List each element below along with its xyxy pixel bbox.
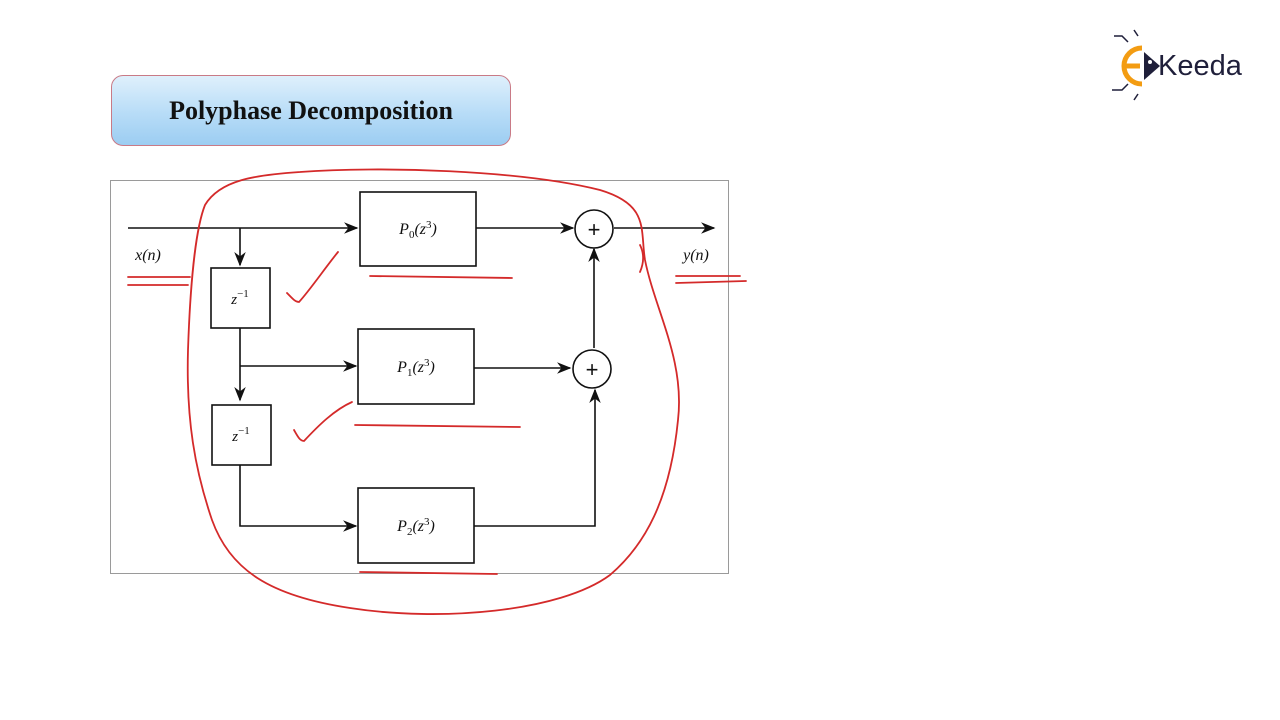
adder-1-symbol: + xyxy=(586,357,599,382)
underline-y-2 xyxy=(675,280,747,284)
underline-p0 xyxy=(369,275,513,279)
p1-label: P1(z3) xyxy=(396,357,435,379)
adder-0 xyxy=(574,209,614,249)
input-label: x(n) xyxy=(134,247,161,264)
page-title: Polyphase Decomposition xyxy=(169,95,453,125)
ekeeda-logo-icon xyxy=(1112,29,1160,101)
p0-label: P0(z3) xyxy=(398,219,437,241)
annotation-output-tick xyxy=(639,244,644,273)
check-mark-1 xyxy=(286,251,339,303)
underline-p1 xyxy=(354,424,521,428)
delay-block-2 xyxy=(211,404,272,466)
p0-block xyxy=(359,191,477,267)
delay-block-1 xyxy=(210,267,271,329)
delay-2-label: z−1 xyxy=(231,425,250,445)
output-label: y(n) xyxy=(681,247,709,264)
adder-1 xyxy=(572,349,612,389)
red-annotations xyxy=(127,168,747,615)
title-banner: Polyphase Decomposition xyxy=(111,75,511,146)
annotation-loop xyxy=(186,168,680,615)
p2-to-adder1 xyxy=(474,388,601,527)
delay-1-label: z−1 xyxy=(230,288,249,308)
p2-label: P2(z3) xyxy=(396,516,435,538)
logo-text: Keeda xyxy=(1158,50,1242,82)
adder-0-symbol: + xyxy=(588,217,601,242)
p1-block xyxy=(357,328,475,405)
p2-block xyxy=(357,487,475,564)
check-mark-2 xyxy=(293,401,353,442)
underline-p2 xyxy=(359,571,498,575)
delay2-to-p2 xyxy=(239,465,358,532)
